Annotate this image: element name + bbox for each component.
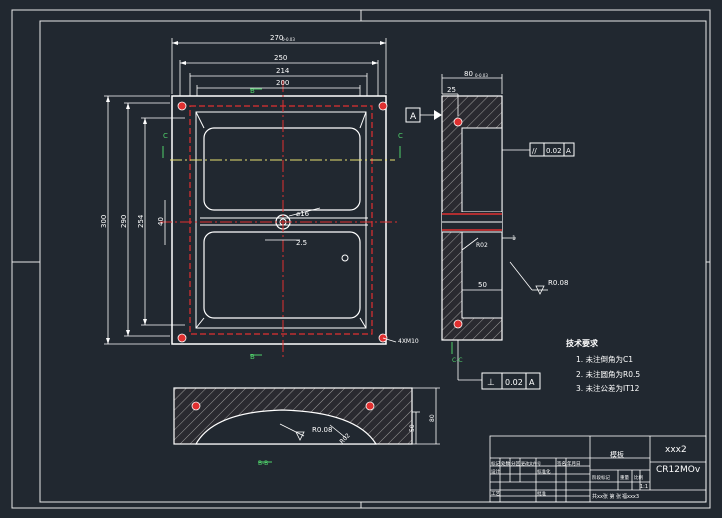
front-view [160, 80, 400, 358]
bottom-view [173, 387, 413, 445]
tb-company: 福xxx3 [622, 493, 639, 500]
side-roughness: R0.08 [548, 279, 568, 287]
section-b-bottom: B [250, 353, 255, 361]
tb-designer: 设计 [491, 468, 500, 475]
bottom-dimensions [279, 387, 440, 445]
sheet-frame [11, 9, 711, 509]
parallelism-symbol: // [532, 147, 537, 155]
side-width-tol: 0-0.03 [475, 73, 488, 78]
corner-hole [177, 101, 187, 111]
perp-symbol: ⊥ [487, 378, 495, 388]
bottom-dim-80: 80 [429, 414, 436, 422]
tb-change-doc: 更改文件号 [521, 460, 541, 466]
dim-hole-dia: ⌀16 [296, 210, 310, 218]
section-c-label: C-C [452, 357, 463, 364]
tb-signature: 签名 [557, 460, 566, 467]
dim-overall-width-tol: 0-0.03 [282, 37, 295, 42]
section-c-right: C [398, 132, 403, 140]
parallelism-datum: A [566, 147, 571, 155]
perpendicularity-frame: ⊥ 0.02 A [457, 340, 541, 390]
drawing-number: xxx2 [665, 445, 687, 455]
dim-width-214: 214 [276, 67, 290, 75]
tb-mark: 标记 [491, 460, 500, 467]
tb-sheet: 共xx张 第 张 [592, 493, 621, 500]
dim-height-254: 254 [137, 214, 145, 228]
side-dim-25: 25 [447, 86, 456, 94]
tb-scale-value: 1:1 [640, 484, 648, 490]
part-name: 模板 [610, 450, 624, 459]
section-c-left: C [163, 132, 168, 140]
pocket-outline [195, 111, 367, 329]
corner-hole-label: 4XM10 [398, 338, 419, 345]
tech-title: 技术要求 [566, 338, 599, 348]
side-dimensions [441, 74, 548, 291]
dim-height-300: 300 [100, 215, 108, 228]
title-block [489, 435, 707, 503]
parallelism-frame: // 0.02 A [502, 142, 575, 157]
section-b-top: B [250, 87, 255, 95]
dim-overall-width: 270 [270, 34, 283, 42]
material: CR12MOv [656, 465, 701, 475]
roughness-symbol [535, 285, 545, 295]
bottom-roughness: R0.08 [312, 426, 332, 434]
tb-count: 处数 [501, 460, 510, 467]
dim-height-290: 290 [120, 215, 128, 228]
tb-craft: 工艺 [491, 491, 500, 497]
tb-scale: 比例 [634, 474, 643, 481]
tb-zone: 分区 [511, 460, 520, 467]
side-r02: R02 [476, 242, 488, 249]
parallelism-value: 0.02 [546, 147, 562, 155]
upper-cavity [203, 127, 361, 211]
dim-2-5: 2.5 [296, 239, 307, 247]
tb-std: 标准化 [537, 468, 551, 475]
side-dim-50: 50 [478, 281, 487, 289]
groove-outline [189, 105, 373, 335]
tb-approve: 批准 [537, 490, 546, 497]
perp-value: 0.02 [505, 378, 523, 387]
tech-item-2: 2. 未注圆角为R0.5 [576, 369, 640, 379]
plate-outline [171, 95, 387, 345]
corner-hole [177, 333, 187, 343]
lower-cavity [203, 231, 361, 319]
front-dimensions [104, 38, 387, 345]
section-markers [162, 88, 453, 463]
dim-width-250: 250 [274, 54, 287, 62]
section-b-label: B-B [258, 460, 268, 467]
dim-arrows [106, 41, 386, 344]
dim-40: 40 [157, 217, 165, 226]
dim-width-200: 200 [276, 79, 289, 87]
corner-hole [378, 101, 388, 111]
datum-label: A [410, 112, 417, 122]
bottom-roughness-symbol [295, 431, 305, 441]
side-width: 80 [464, 70, 473, 78]
tb-stage: 阶段标记 [592, 474, 610, 481]
tech-item-1: 1. 未注倒角为C1 [576, 354, 633, 364]
tech-item-3: 3. 未注公差为IT12 [576, 383, 640, 393]
tech-requirements: 技术要求 1. 未注倒角为C1 2. 未注圆角为R0.5 3. 未注公差为IT1… [566, 338, 640, 393]
tb-weight: 重量 [620, 474, 629, 481]
perp-datum: A [529, 378, 535, 387]
side-view [441, 95, 503, 341]
side-dim-1: 1 [512, 235, 516, 242]
bottom-dim-50: 50 [409, 424, 416, 432]
tb-date: 年月日 [567, 460, 581, 467]
